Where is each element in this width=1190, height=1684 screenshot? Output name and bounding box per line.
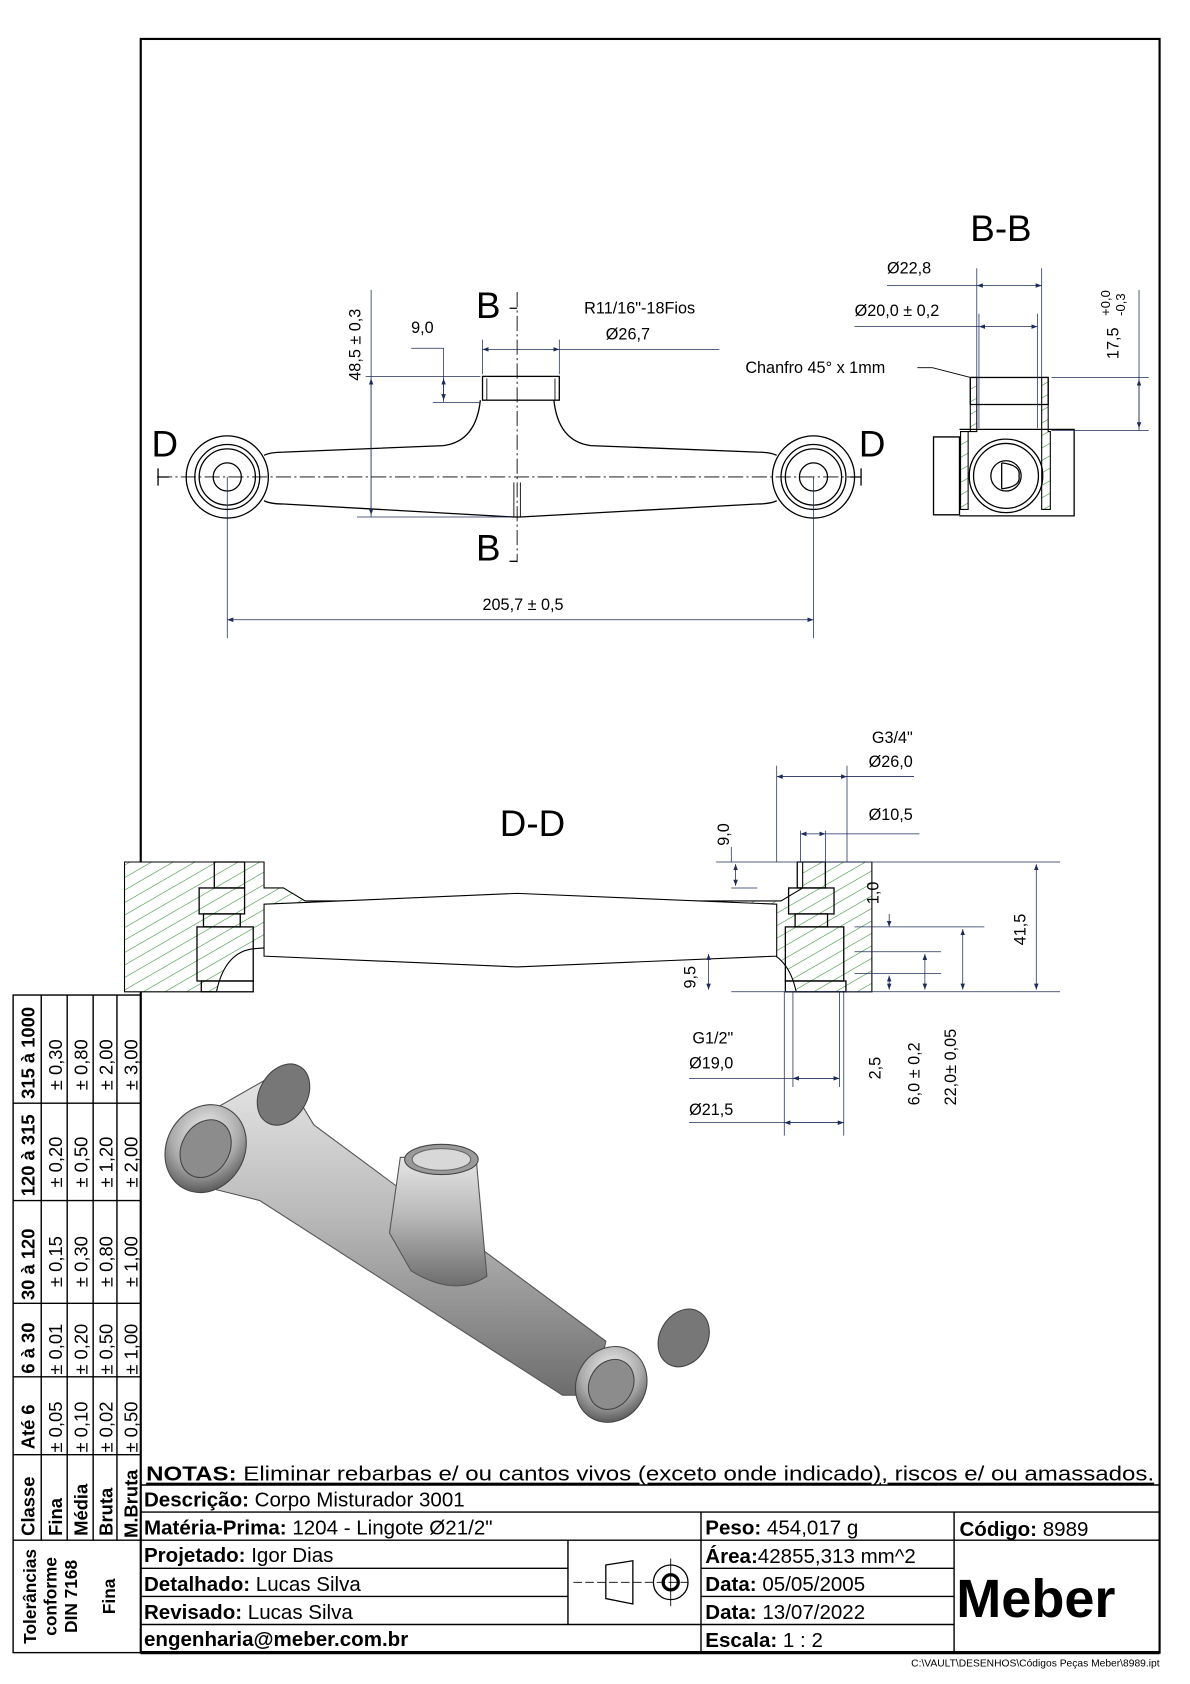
reviewed-by: Revisado: Lucas Silva bbox=[144, 1601, 353, 1624]
class-bruta: Bruta bbox=[96, 1487, 117, 1536]
date-revised: Data: 13/07/2022 bbox=[705, 1601, 865, 1624]
isometric-render bbox=[164, 1063, 710, 1423]
dim-bb-inner: Ø20,0 ± 0,2 bbox=[855, 302, 940, 320]
tol-value: ± 0,10 bbox=[71, 1402, 92, 1453]
tolerance-header-class: Fina bbox=[99, 1578, 119, 1614]
tol-value: ± 2,00 bbox=[120, 1137, 141, 1188]
tol-value: ± 0,20 bbox=[71, 1324, 92, 1375]
class-m-bruta: M.Bruta bbox=[120, 1469, 141, 1538]
dim-bb-outer: Ø22,8 bbox=[887, 260, 931, 278]
dim-bottom-depth: 6,0 ± 0,2 bbox=[905, 1042, 923, 1105]
tol-value: ± 0,15 bbox=[45, 1236, 66, 1287]
code: Código: 8989 bbox=[959, 1518, 1088, 1541]
tol-value: ± 1,20 bbox=[96, 1137, 117, 1188]
thread-top: G3/4" bbox=[872, 729, 913, 747]
dim-step: 1,0 bbox=[864, 882, 882, 905]
dim-boss-diameter: Ø26,7 bbox=[606, 326, 650, 344]
section-label-b-top: B bbox=[476, 285, 501, 326]
drawing-frame bbox=[139, 37, 1161, 1654]
section-bb-view: B-B Ø22,8 Ø20,0 ± 0,2 Chanfro 45° x 1mm … bbox=[745, 208, 1149, 517]
scale: Escala: 1 : 2 bbox=[705, 1629, 823, 1652]
chamfer-note: Chanfro 45° x 1mm bbox=[745, 359, 885, 377]
tolerance-header-line: DIN 7168 bbox=[61, 1559, 81, 1632]
section-dd-title: D-D bbox=[500, 803, 565, 844]
tolerance-header-line: Tolerâncias bbox=[20, 1549, 40, 1644]
class-media: Média bbox=[71, 1483, 92, 1536]
tolerance-table: TolerânciasconformeDIN 7168 Fina Classe … bbox=[12, 994, 141, 1654]
dim-top-diameter: Ø26,0 bbox=[869, 753, 913, 771]
class-fina: Fina bbox=[45, 1497, 66, 1536]
section-label-d-left: D bbox=[152, 423, 179, 464]
tol-value: ± 3,00 bbox=[120, 1039, 141, 1090]
tol-value: ± 0,50 bbox=[96, 1324, 117, 1375]
range-label: 315 à 1000 bbox=[18, 1007, 39, 1099]
range-label: Até 6 bbox=[18, 1404, 39, 1449]
tol-value: ± 0,30 bbox=[71, 1236, 92, 1287]
title-block: NOTAS: Eliminar rebarbas e/ ou cantos vi… bbox=[140, 1463, 1160, 1655]
description: Descrição: Corpo Misturador 3001 bbox=[144, 1489, 465, 1512]
detailed-by: Detalhado: Lucas Silva bbox=[144, 1573, 361, 1596]
tolerance-header-line: conforme bbox=[40, 1557, 60, 1636]
dim-boss-height: 9,0 bbox=[411, 319, 434, 337]
dim-chamfer: 2,5 bbox=[867, 1057, 885, 1080]
section-label-b-bottom: B bbox=[476, 527, 501, 568]
dim-fillet: 9,5 bbox=[682, 966, 700, 989]
tol-value: ± 2,00 bbox=[96, 1039, 117, 1090]
dim-bb-depth: 17,5 bbox=[1104, 328, 1122, 360]
weight: Peso: 454,017 g bbox=[705, 1517, 858, 1540]
tol-value: ± 0,02 bbox=[96, 1402, 117, 1453]
material: Matéria-Prima: 1204 - Lingote Ø21/2" bbox=[144, 1517, 493, 1540]
dim-bottom-outer: Ø21,5 bbox=[689, 1101, 733, 1119]
dim-hole: Ø10,5 bbox=[869, 806, 913, 824]
dim-height: 48,5 ± 0,3 bbox=[346, 309, 364, 381]
designed-by: Projetado: Igor Dias bbox=[144, 1544, 333, 1567]
tol-value: ± 0,20 bbox=[45, 1137, 66, 1188]
tolerance-header-label: TolerânciasconformeDIN 7168 bbox=[20, 1549, 81, 1644]
file-path: C:\VAULT\DESENHOS\Códigos Peças Meber\89… bbox=[911, 1659, 1160, 1670]
thread-bottom: G1/2" bbox=[692, 1030, 733, 1048]
date-created: Data: 05/05/2005 bbox=[705, 1573, 865, 1596]
tol-value: ± 0,05 bbox=[45, 1402, 66, 1453]
tol-value: ± 0,80 bbox=[71, 1039, 92, 1090]
section-label-d-right: D bbox=[859, 423, 886, 464]
section-bb-title: B-B bbox=[970, 208, 1031, 249]
dim-bore-depth: 22,0± 0,05 bbox=[942, 1029, 960, 1106]
dim-bb-depth-tol-lower: -0,3 bbox=[1113, 293, 1128, 315]
dim-length: 205,7 ± 0,5 bbox=[483, 596, 564, 614]
tol-value: ± 0,30 bbox=[45, 1039, 66, 1090]
area: Área:42855,313 mm^2 bbox=[705, 1545, 916, 1568]
range-label: 30 à 120 bbox=[18, 1229, 39, 1301]
class-header: Classe bbox=[18, 1477, 39, 1536]
section-dd-view: D-D G3/4" Ø26,0 Ø10,5 9,0 1,0 41,5 9,5 bbox=[123, 729, 1061, 1136]
tol-value: ± 0,80 bbox=[96, 1236, 117, 1287]
company-logo: Meber bbox=[956, 1569, 1115, 1629]
thread-spec: R11/16"-18Fios bbox=[584, 300, 695, 318]
tol-value: ± 0,50 bbox=[120, 1402, 141, 1453]
tol-value: ± 0,01 bbox=[45, 1324, 66, 1375]
dim-bottom-diameter: Ø19,0 bbox=[689, 1055, 733, 1073]
range-label: 120 à 315 bbox=[18, 1114, 39, 1196]
tol-value: ± 1,00 bbox=[120, 1324, 141, 1375]
email: engenharia@meber.com.br bbox=[144, 1628, 408, 1651]
top-view: B B D D 48,5 ± 0,3 9,0 R11/16"-18Fios Ø2… bbox=[152, 285, 886, 639]
tol-value: ± 1,00 bbox=[120, 1236, 141, 1287]
tol-value: ± 0,50 bbox=[71, 1137, 92, 1188]
dim-bb-depth-tol-upper: +0,0 bbox=[1098, 290, 1113, 316]
dim-total: 41,5 bbox=[1011, 914, 1029, 946]
dim-top-depth: 9,0 bbox=[715, 823, 733, 846]
notes: NOTAS: Eliminar rebarbas e/ ou cantos vi… bbox=[146, 1463, 1154, 1486]
first-angle-projection-icon bbox=[573, 1558, 689, 1607]
range-label: 6 à 30 bbox=[18, 1322, 39, 1373]
